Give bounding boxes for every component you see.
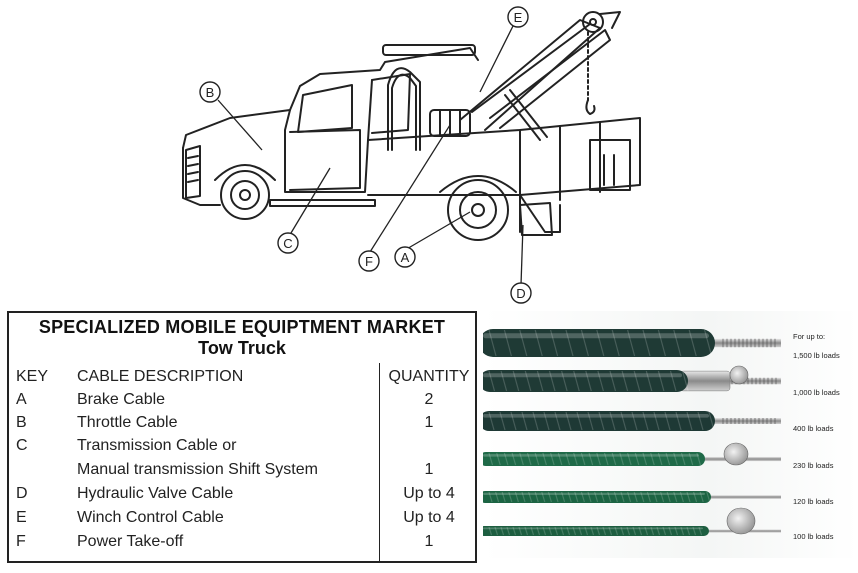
table-title: SPECIALIZED MOBILE EQUIPTMENT MARKET	[38, 317, 446, 337]
boom-pulley	[582, 11, 604, 33]
row-key: C	[16, 437, 28, 454]
quantity-column-divider	[379, 363, 380, 561]
header-description: CABLE DESCRIPTION	[77, 368, 244, 385]
row-quantity: 1	[424, 461, 434, 478]
row-quantity: 1	[424, 414, 434, 431]
light-bar	[382, 44, 476, 56]
callout-c-label: C	[283, 236, 292, 251]
callout-e: E	[507, 6, 529, 28]
callout-c: C	[277, 232, 299, 254]
row-quantity: Up to 4	[403, 485, 455, 502]
header-key: KEY	[16, 368, 49, 385]
row-description: Winch Control Cable	[77, 509, 224, 526]
load-label-2: 1,000 lb loads	[793, 388, 840, 397]
load-label-6: 100 lb loads	[793, 532, 834, 541]
row-quantity: 2	[424, 391, 434, 408]
callout-b-label: B	[206, 85, 215, 100]
truck-cab	[284, 79, 373, 193]
rear-wheel	[439, 175, 517, 241]
row-key: D	[16, 485, 28, 502]
cable-sample-3	[483, 411, 781, 431]
load-label-3: 400 lb loads	[793, 424, 834, 433]
coin-dime-icon	[729, 365, 749, 385]
cable-jacket	[483, 329, 715, 357]
row-description: Throttle Cable	[77, 414, 178, 431]
cable-sample-6	[483, 526, 781, 536]
row-description: Brake Cable	[77, 391, 166, 408]
row-quantity: Up to 4	[403, 509, 455, 526]
callout-d: D	[510, 282, 532, 304]
cable-jacket	[483, 452, 705, 466]
cable-jacket	[483, 370, 688, 392]
callout-a: A	[394, 246, 416, 268]
cable-wire	[706, 495, 781, 499]
table-subtitle: Tow Truck	[198, 338, 286, 358]
tow-boom	[459, 19, 601, 131]
truck-bed	[367, 117, 641, 196]
cables	[483, 329, 781, 536]
load-label-4: 230 lb loads	[793, 461, 834, 470]
photo-heading: For up to:	[793, 332, 825, 341]
callout-f: F	[358, 250, 380, 272]
cable-table: SPECIALIZED MOBILE EQUIPTMENT MARKET Tow…	[7, 311, 477, 563]
callout-f-label: F	[365, 254, 373, 269]
cable-sample-5	[483, 491, 781, 503]
truck-window	[297, 84, 353, 133]
truck-grille	[185, 145, 201, 199]
load-label-5: 120 lb loads	[793, 497, 834, 506]
row-key: A	[16, 391, 27, 408]
row-description: Transmission Cable or	[77, 437, 237, 454]
cable-jacket	[483, 526, 709, 536]
cable-wire	[710, 338, 781, 348]
row-description: Hydraulic Valve Cable	[77, 485, 234, 502]
cable-wire	[710, 418, 781, 424]
callout-e-label: E	[514, 10, 523, 25]
cable-jacket	[483, 491, 711, 503]
row-key: B	[16, 414, 27, 431]
callout-b: B	[199, 81, 221, 103]
callout-d-label: D	[516, 286, 525, 301]
tow-truck-diagram: B C A F D E	[182, 6, 641, 304]
front-wheel	[214, 164, 276, 220]
header-quantity: QUANTITY	[388, 368, 470, 385]
row-key: F	[16, 533, 26, 550]
truck-front	[182, 147, 221, 206]
row-description: Manual transmission Shift System	[77, 461, 318, 478]
row-description: Power Take-off	[77, 533, 184, 550]
coin-nickel-icon	[723, 442, 749, 466]
cable-samples-photo: For up to: 1,500 lb loads 1,000 lb loads…	[483, 311, 858, 558]
coin-quarter-icon	[726, 507, 756, 535]
row-quantity: 1	[424, 533, 434, 550]
cable-sample-1	[483, 329, 781, 357]
load-label-1: 1,500 lb loads	[793, 351, 840, 360]
cable-jacket	[483, 411, 715, 431]
roll-bar	[387, 67, 421, 151]
callout-a-label: A	[401, 250, 410, 265]
truck-hood	[182, 47, 479, 149]
row-key: E	[16, 509, 27, 526]
